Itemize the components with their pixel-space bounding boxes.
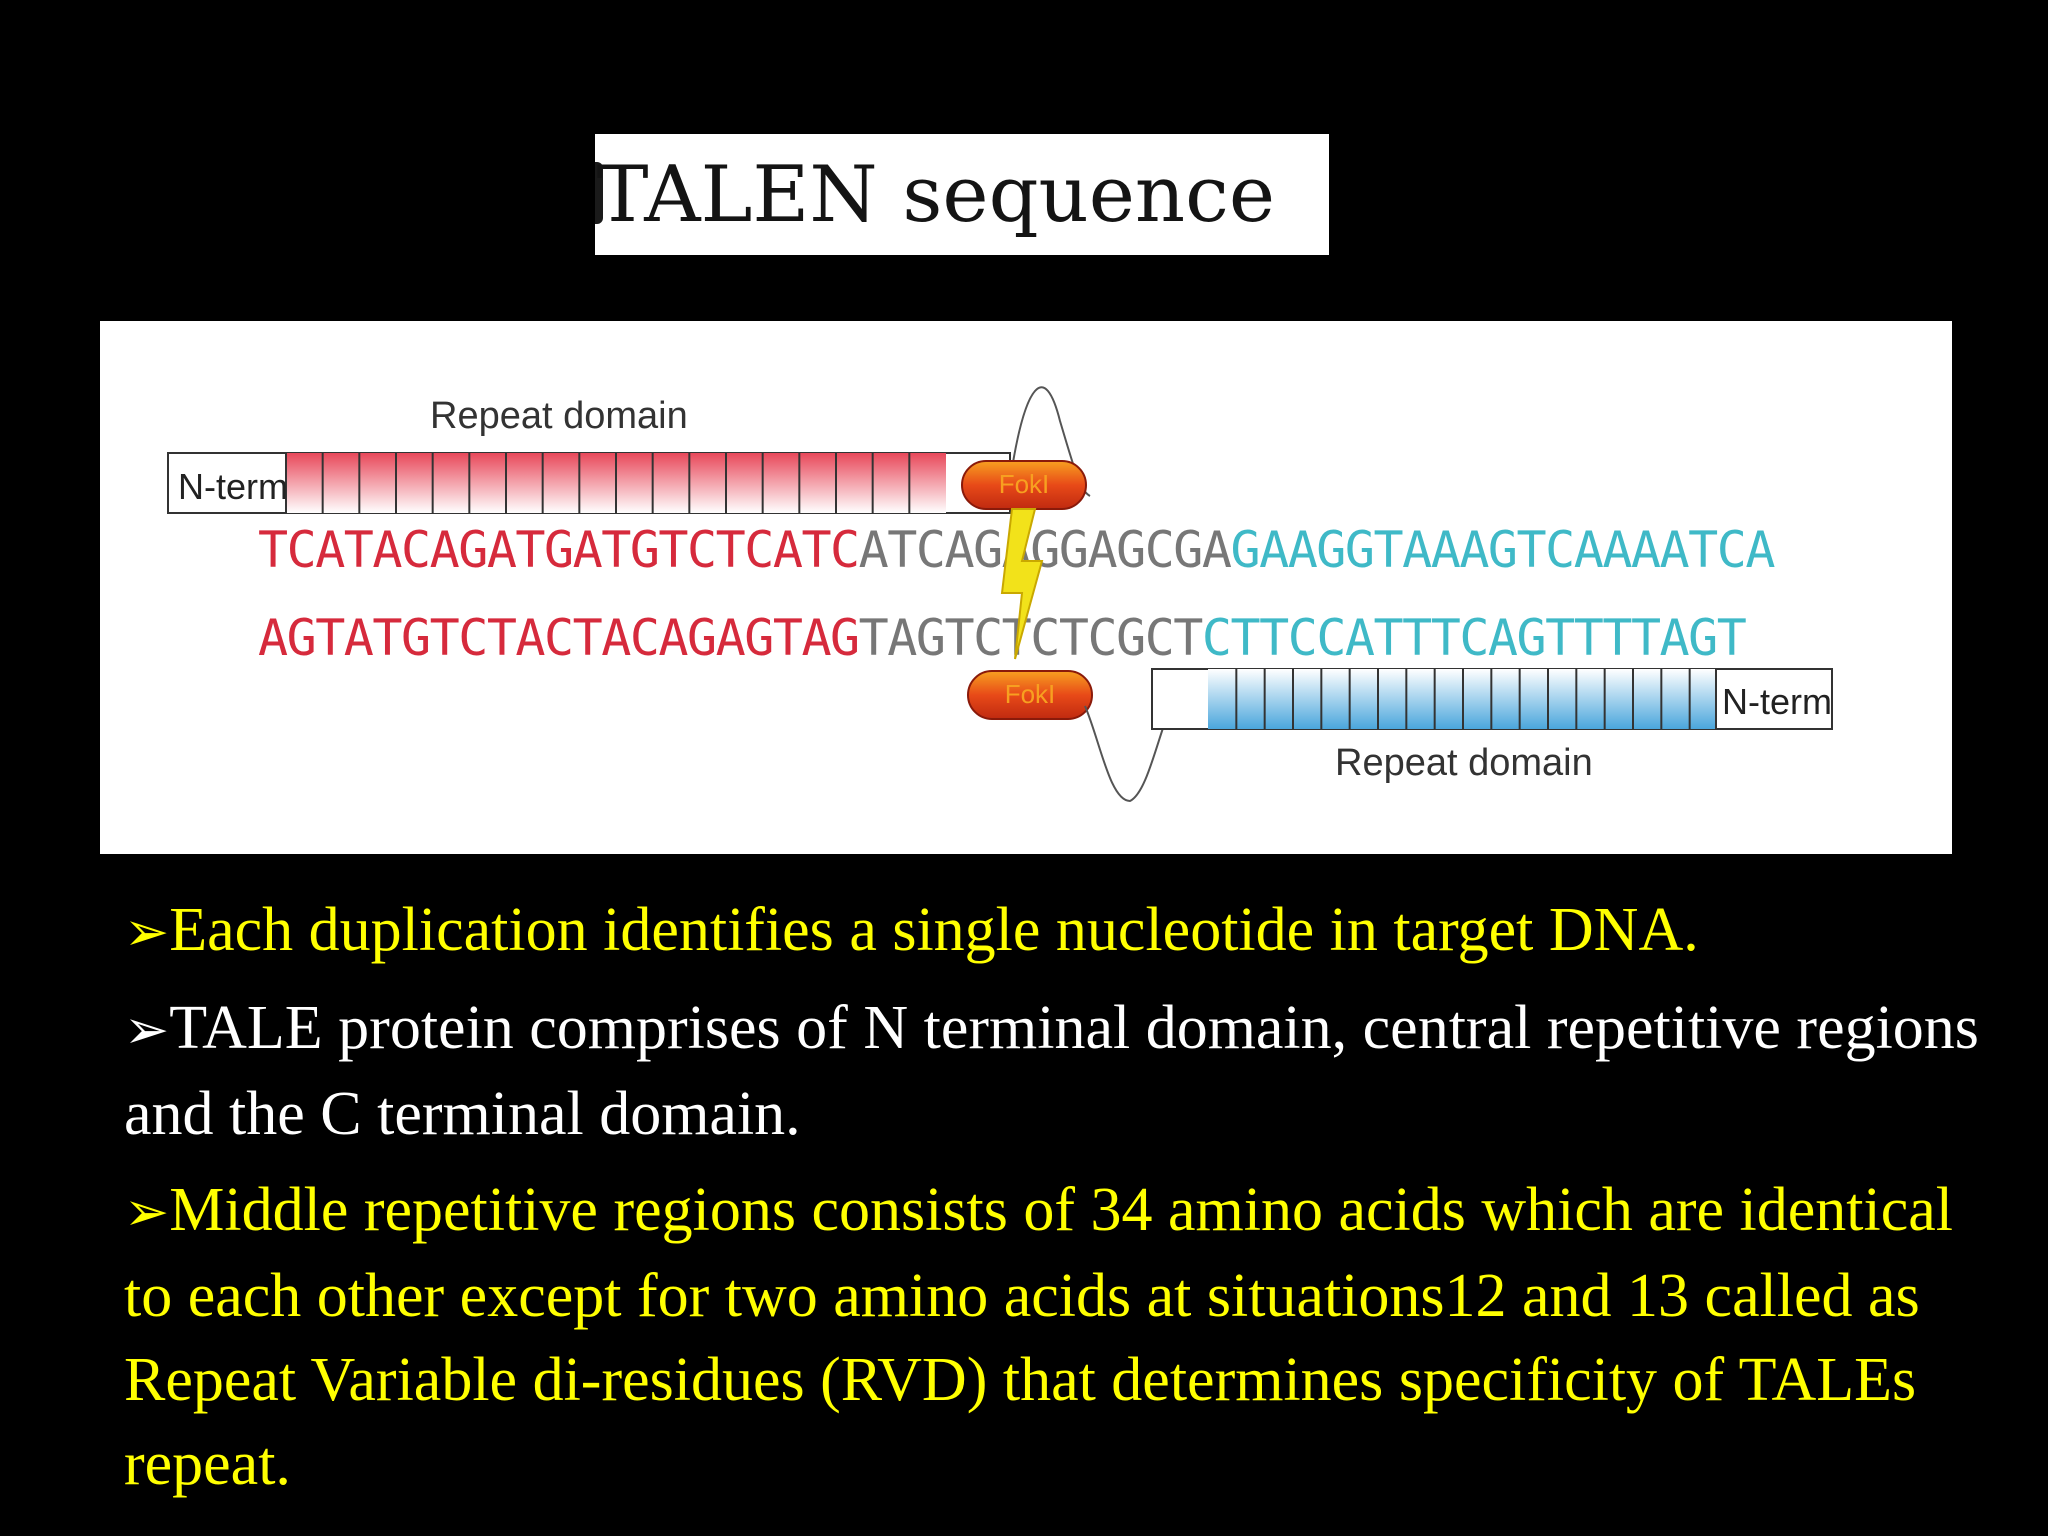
bullet-3: ➢Middle repetitive regions consists of 3… (124, 1168, 1984, 1506)
bullet-1-text: Each duplication identifies a single nuc… (169, 896, 1699, 964)
bottom-repeat-units (1235, 669, 1691, 729)
slide-title: TALEN sequence (596, 150, 1275, 240)
fokl-bottom-label: FokI (1005, 679, 1056, 709)
bottom-nterm-label: N-term (1722, 681, 1832, 722)
bullet-list: ➢Each duplication identifies a single nu… (124, 888, 1984, 1518)
bullet-2: ➢TALE protein comprises of N terminal do… (124, 986, 1984, 1156)
fokl-top-label: FokI (999, 469, 1050, 499)
talen-diagram: N-term Repeat domain FokI TCATACAGATGATG… (100, 321, 1952, 854)
bullet-arrow-icon: ➢ (124, 998, 170, 1061)
cleavage-lightning-icon (1000, 508, 1044, 660)
bullet-arrow-icon: ➢ (124, 1180, 170, 1243)
top-repeat-label: Repeat domain (430, 395, 688, 437)
seq-bottom: AGTATGTCTACTACAGAGTAGTAGTCTCTCGCTCTTCCAT… (258, 609, 1746, 667)
fokl-bottom (967, 670, 1093, 720)
bullet-2-text: TALE protein comprises of N terminal dom… (124, 994, 1979, 1148)
bottom-repeat-label: Repeat domain (1335, 742, 1593, 784)
title-clipped-letter (595, 162, 603, 224)
slide-title-box: TALEN sequence (595, 134, 1329, 255)
seq-top: TCATACAGATGATGTCTCATCATCAGAGGAGCGAGAAGGT… (258, 521, 1775, 579)
bullet-1: ➢Each duplication identifies a single nu… (124, 888, 1984, 974)
bullet-arrow-icon: ➢ (124, 900, 170, 963)
top-repeat-units (321, 453, 911, 513)
talen-diagram-svg: N-term Repeat domain FokI TCATACAGATGATG… (167, 386, 1833, 803)
top-nterm-label: N-term (178, 466, 288, 507)
bullet-3-text: Middle repetitive regions consists of 34… (124, 1176, 1953, 1498)
